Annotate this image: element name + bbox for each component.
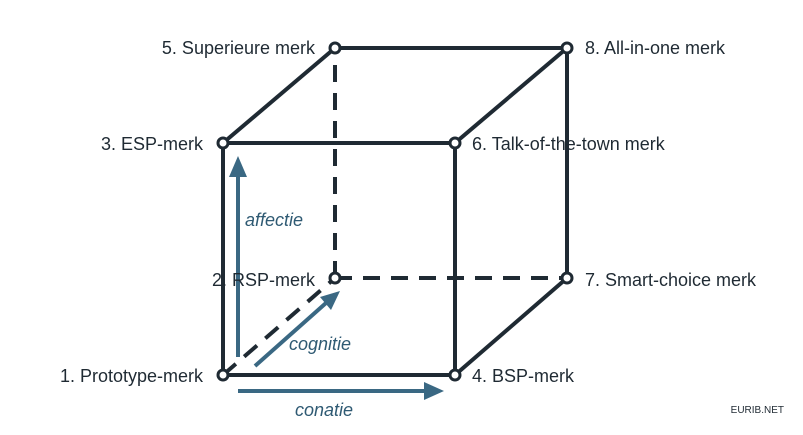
edge-1-2-hidden	[221, 276, 337, 377]
node-2	[328, 271, 342, 285]
node-label-2: 2. RSP-merk	[212, 270, 316, 290]
node-label-5: 5. Superieure merk	[162, 38, 316, 58]
affectie-arrowhead	[229, 156, 247, 177]
cognitie-arrow	[253, 301, 328, 368]
conatie-arrowhead	[424, 382, 444, 400]
node-label-3: 3. ESP-merk	[101, 134, 204, 154]
node-7	[560, 271, 574, 285]
cognitie-arrowhead	[320, 291, 340, 310]
source-credit: EURIB.NET	[731, 405, 784, 416]
node-label-6: 6. Talk-of-the-town merk	[472, 134, 666, 154]
node-5	[328, 41, 342, 55]
node-4	[448, 368, 462, 382]
node-8	[560, 41, 574, 55]
edge-6-8	[453, 46, 569, 145]
node-label-4: 4. BSP-merk	[472, 366, 575, 386]
node-label-8: 8. All-in-one merk	[585, 38, 726, 58]
edge-4-7	[453, 276, 569, 377]
node-label-7: 7. Smart-choice merk	[585, 270, 757, 290]
node-6	[448, 136, 462, 150]
node-3	[216, 136, 230, 150]
affectie-label: affectie	[245, 210, 303, 230]
node-label-1: 1. Prototype-merk	[60, 366, 204, 386]
node-1	[216, 368, 230, 382]
cognitie-label: cognitie	[289, 334, 351, 354]
edge-3-5	[221, 46, 337, 145]
conatie-label: conatie	[295, 400, 353, 420]
